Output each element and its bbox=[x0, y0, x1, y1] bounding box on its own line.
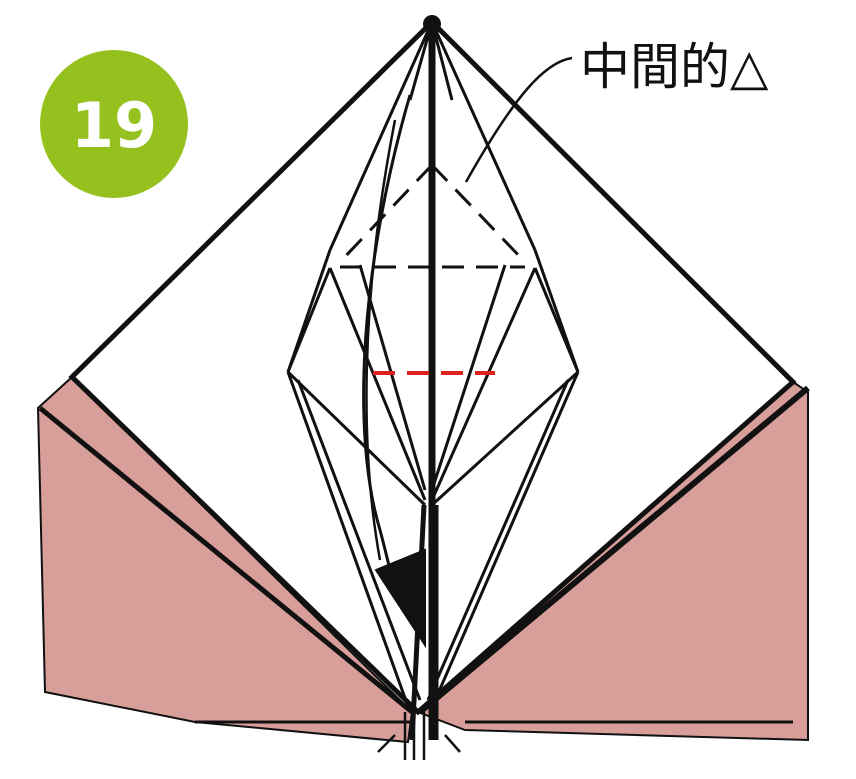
curved-flap-line-2 bbox=[365, 119, 397, 561]
black-triangle-flap bbox=[374, 548, 426, 649]
annotation-label: 中間的△ bbox=[580, 38, 769, 96]
annotation-pointer-line bbox=[464, 56, 573, 183]
dashed-triangle-lines bbox=[338, 163, 527, 269]
step-badge bbox=[40, 50, 188, 198]
apex-point bbox=[423, 15, 441, 33]
right-lower-edge bbox=[418, 385, 810, 715]
step-number: 19 bbox=[71, 89, 157, 162]
left-lower-edge bbox=[38, 406, 414, 714]
bottom-stem-lines bbox=[377, 712, 461, 760]
